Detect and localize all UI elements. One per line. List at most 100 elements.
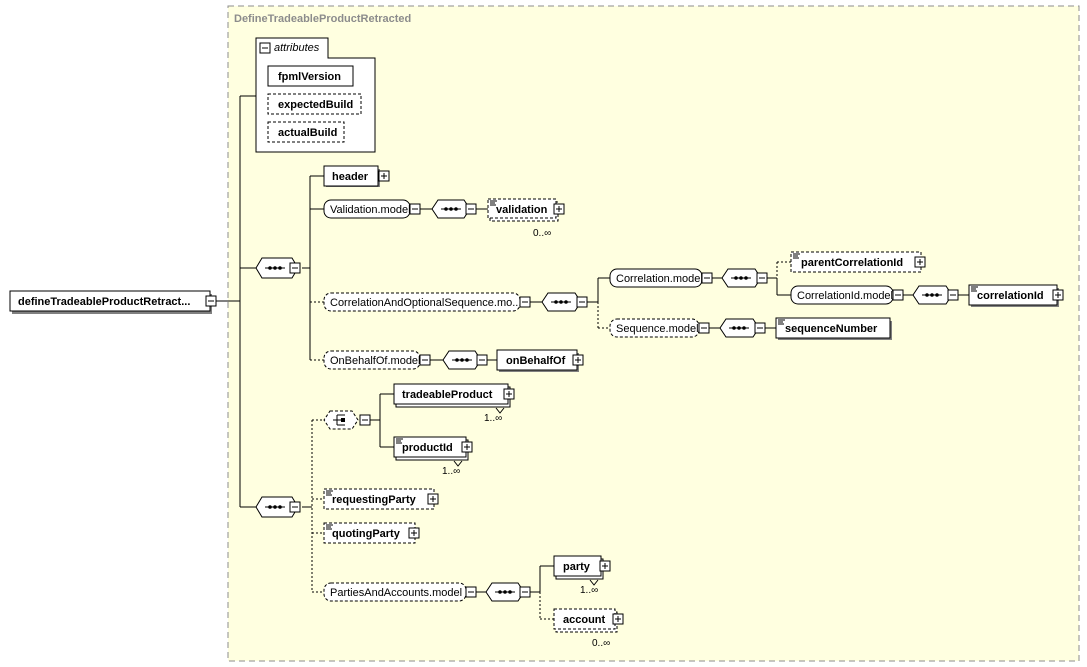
element-header[interactable]: header — [323, 165, 390, 187]
element-party[interactable]: party 1..∞ — [553, 555, 611, 596]
group-label: Validation.model — [330, 204, 411, 216]
element-label: onBehalfOf — [506, 355, 566, 367]
attributes-label: attributes — [274, 42, 320, 54]
expand-icon[interactable] — [914, 256, 926, 268]
collapse-icon[interactable] — [465, 586, 477, 598]
sequence-compositor[interactable] — [255, 257, 301, 279]
sequence-compositor[interactable] — [721, 268, 768, 288]
element-label: header — [332, 171, 369, 183]
expand-icon[interactable] — [553, 203, 565, 215]
element-tradeable-product[interactable]: tradeableProduct 1..∞ — [393, 383, 515, 424]
attribute-actualbuild[interactable]: actualBuild — [267, 121, 345, 143]
collapse-icon[interactable] — [359, 414, 371, 426]
element-label: sequenceNumber — [785, 323, 878, 335]
element-quoting-party[interactable]: quotingParty — [323, 522, 420, 544]
connectors — [216, 95, 969, 620]
element-label: party — [563, 561, 591, 573]
element-validation[interactable]: validation 0..∞ — [487, 198, 565, 239]
element-label: quotingParty — [332, 528, 401, 540]
element-on-behalf-of[interactable]: onBehalfOf — [496, 349, 584, 372]
expand-icon[interactable] — [572, 354, 584, 366]
complex-type-label: DefineTradeableProductRetracted — [234, 13, 411, 25]
root-element-label: defineTradeableProductRetract... — [18, 296, 190, 308]
element-parent-correlation-id[interactable]: parentCorrelationId — [790, 251, 926, 273]
documentation-icon — [326, 490, 333, 496]
collapse-icon[interactable] — [409, 203, 421, 215]
documentation-icon — [778, 319, 785, 325]
collapse-icon[interactable] — [519, 296, 531, 308]
element-correlation-id[interactable]: correlationId — [968, 284, 1064, 307]
element-label: validation — [496, 204, 548, 216]
expand-icon[interactable] — [503, 388, 515, 400]
group-label: OnBehalfOf.model — [330, 355, 421, 367]
expand-icon[interactable] — [1052, 289, 1064, 301]
attributes-group: attributes fpmlVersion expectedBuild act… — [255, 37, 376, 153]
collapse-icon[interactable] — [892, 289, 904, 301]
element-requesting-party[interactable]: requestingParty — [323, 488, 439, 510]
element-label: parentCorrelationId — [801, 257, 903, 269]
attribute-label: fpmlVersion — [278, 71, 341, 83]
collapse-icon[interactable] — [465, 203, 477, 215]
element-label: requestingParty — [332, 494, 417, 506]
group-validation-model[interactable]: Validation.model — [323, 199, 421, 219]
expand-icon[interactable] — [612, 613, 624, 625]
occurrence-label: 0..∞ — [533, 228, 551, 239]
sequence-compositor[interactable] — [431, 199, 477, 219]
expand-icon[interactable] — [427, 493, 439, 505]
expand-icon[interactable] — [408, 527, 420, 539]
collapse-icon[interactable] — [576, 296, 588, 308]
collapse-icon[interactable] — [947, 289, 959, 301]
sequence-compositor[interactable] — [912, 285, 959, 305]
choice-icon — [333, 414, 345, 426]
expand-icon[interactable] — [599, 560, 611, 572]
occurrence-label: 1..∞ — [580, 585, 598, 596]
group-label: CorrelationAndOptionalSequence.mo... — [330, 297, 521, 309]
choice-compositor[interactable] — [323, 410, 371, 430]
collapse-icon[interactable] — [754, 322, 766, 334]
collapse-icon[interactable] — [419, 354, 431, 366]
collapse-icon[interactable] — [476, 354, 488, 366]
attribute-label: expectedBuild — [278, 99, 353, 111]
group-label: Sequence.model — [616, 323, 699, 335]
sequence-compositor[interactable] — [442, 350, 488, 370]
group-label: Correlation.model — [616, 273, 703, 285]
documentation-icon — [793, 253, 800, 259]
collapse-icon[interactable] — [519, 586, 531, 598]
element-product-id[interactable]: productId 1..∞ — [393, 436, 473, 477]
group-label: CorrelationId.model — [797, 290, 893, 302]
documentation-icon — [490, 200, 497, 206]
element-label: tradeableProduct — [402, 389, 493, 401]
collapse-icon[interactable] — [259, 42, 271, 54]
collapse-icon[interactable] — [289, 262, 301, 274]
group-sequence-model[interactable]: Sequence.model — [609, 318, 710, 338]
collapse-icon[interactable] — [205, 295, 217, 307]
collapse-icon[interactable] — [289, 501, 301, 513]
sequence-compositor[interactable] — [255, 496, 301, 518]
sequence-compositor[interactable] — [541, 292, 588, 312]
collapse-icon[interactable] — [756, 272, 768, 284]
root-element[interactable]: defineTradeableProductRetract... — [9, 290, 217, 314]
group-correlation-model[interactable]: Correlation.model — [609, 268, 713, 288]
expand-icon[interactable] — [378, 170, 390, 182]
group-correlation-id-model[interactable]: CorrelationId.model — [790, 285, 904, 305]
documentation-icon — [396, 438, 403, 444]
occurrence-label: 1..∞ — [484, 413, 502, 424]
expand-icon[interactable] — [461, 441, 473, 453]
element-label: account — [563, 614, 606, 626]
element-sequence-number[interactable]: sequenceNumber — [775, 317, 892, 340]
collapse-icon[interactable] — [701, 272, 713, 284]
group-on-behalf-of-model[interactable]: OnBehalfOf.model — [323, 350, 431, 370]
group-parties-and-accounts-model[interactable]: PartiesAndAccounts.model — [323, 582, 477, 602]
attribute-label: actualBuild — [278, 127, 337, 139]
sequence-compositor[interactable] — [485, 582, 531, 602]
attribute-expectedbuild[interactable]: expectedBuild — [267, 93, 362, 115]
documentation-icon — [326, 524, 333, 530]
sequence-compositor[interactable] — [719, 318, 766, 338]
group-label: PartiesAndAccounts.model — [330, 587, 462, 599]
collapse-icon[interactable] — [698, 322, 710, 334]
element-account[interactable]: account 0..∞ — [553, 608, 624, 649]
element-label: correlationId — [977, 290, 1044, 302]
attribute-fpmlversion[interactable]: fpmlVersion — [267, 65, 354, 87]
group-correlation-and-optional-sequence-model[interactable]: CorrelationAndOptionalSequence.mo... — [323, 292, 531, 312]
